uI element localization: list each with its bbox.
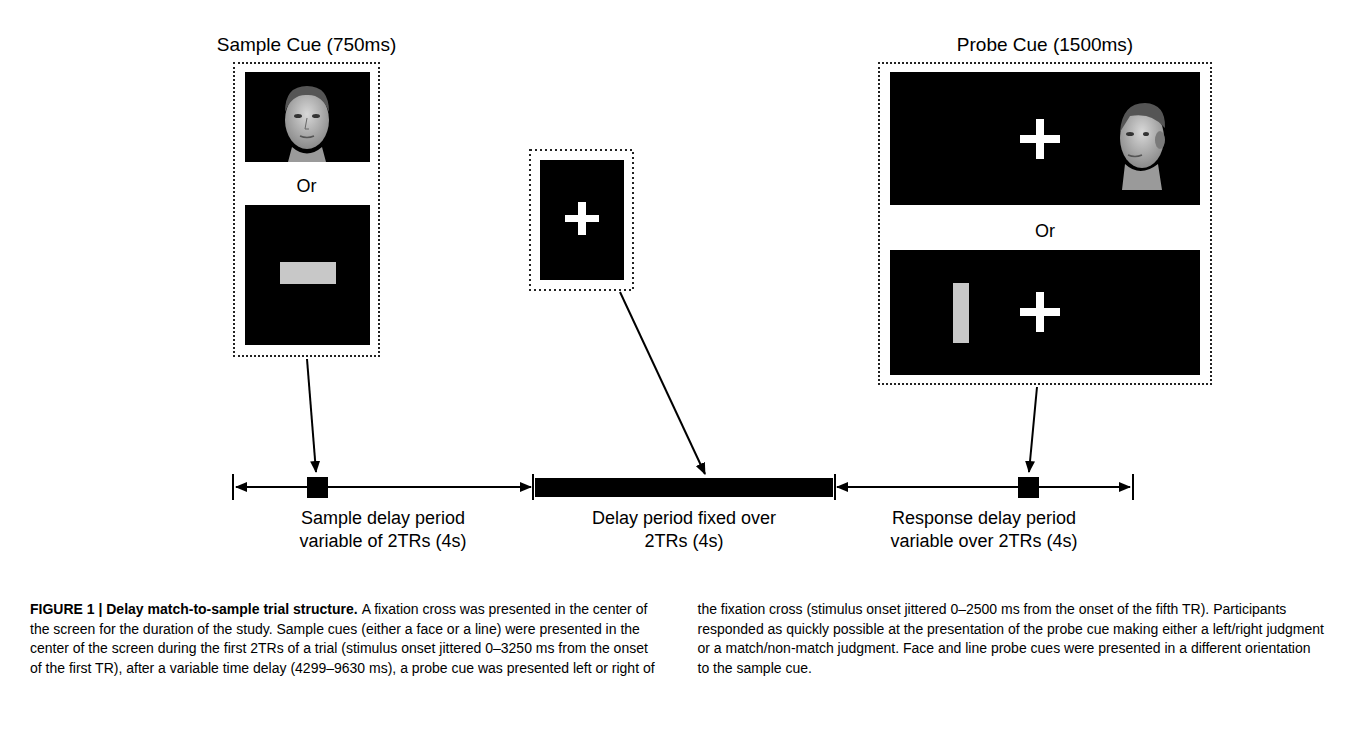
- timeline: [233, 474, 1133, 500]
- sample-face-panel: [245, 72, 370, 162]
- pointer-arrows: [307, 292, 1037, 474]
- period-label: Delay period fixed over 2TRs (4s): [574, 507, 794, 554]
- sample-line-panel: [245, 205, 370, 345]
- sample-onset-marker: [307, 477, 328, 498]
- cue-heading: Probe Cue (1500ms): [957, 34, 1133, 56]
- fixation-panel: [540, 160, 624, 280]
- period-label: Sample delay period variable of 2TRs (4s…: [278, 507, 488, 554]
- cue-box: Sample Cue (750ms)Or: [233, 62, 380, 357]
- period-label: Response delay period variable over 2TRs…: [869, 507, 1099, 554]
- figure-title: FIGURE 1 | Delay match-to-sample trial s…: [30, 601, 358, 617]
- figure-caption: FIGURE 1 | Delay match-to-sample trial s…: [30, 600, 1325, 678]
- cue-heading: Sample Cue (750ms): [217, 34, 397, 56]
- or-text: Or: [235, 176, 378, 197]
- probe-line-panel: [890, 250, 1200, 375]
- cue-box: Probe Cue (1500ms)Or: [878, 62, 1212, 385]
- fixation-box: [530, 150, 633, 290]
- probe-onset-marker: [1018, 477, 1039, 498]
- probe-face-panel: [890, 72, 1200, 205]
- or-text: Or: [880, 221, 1210, 242]
- fixed-delay-bar: [535, 478, 833, 497]
